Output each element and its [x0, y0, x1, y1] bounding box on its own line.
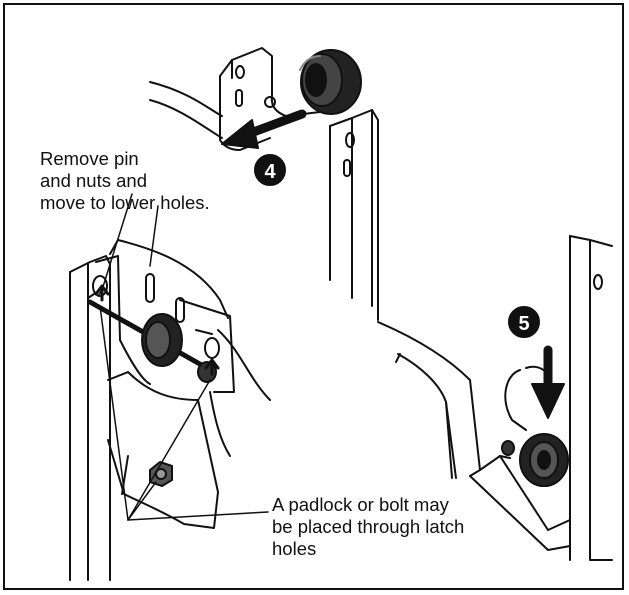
top-latch-assembly	[149, 47, 379, 321]
step-4-badge: 4	[254, 154, 286, 186]
svg-text:4: 4	[264, 161, 276, 183]
remove-pin-callout: Remove pin and nuts and move to lower ho…	[40, 148, 210, 213]
padlock-callout: A padlock or bolt may be placed through …	[272, 494, 465, 559]
left-roller	[141, 313, 183, 367]
right-roller	[519, 433, 569, 487]
right-latch-assembly	[377, 235, 613, 561]
up-arrow-icon	[204, 358, 220, 376]
padlock-leader	[99, 305, 269, 521]
move-left-arrow-icon	[221, 109, 307, 149]
step-5-badge: 5	[508, 306, 540, 338]
top-roller	[299, 49, 362, 115]
left-latch-assembly	[69, 239, 271, 581]
up-arrow-icon	[94, 284, 110, 302]
move-down-arrow-icon	[531, 345, 565, 419]
svg-text:5: 5	[518, 313, 529, 335]
padlock-bolt-icon	[149, 461, 173, 487]
